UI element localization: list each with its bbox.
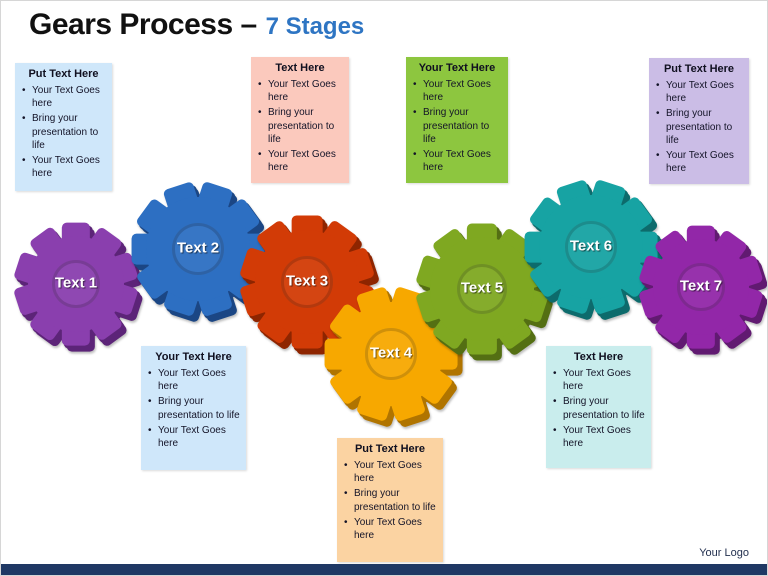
bullet-list: Your Text Goes here Bring your presentat… [257, 78, 343, 174]
bullet-item: Your Text Goes here [147, 367, 240, 393]
bullet-item: Your Text Goes here [147, 424, 240, 450]
bullet-item: Bring your presentation to life [257, 106, 343, 146]
bullet-item: Your Text Goes here [21, 154, 106, 180]
gear-hub [52, 260, 100, 308]
bullet-list: Your Text Goes here Bring your presentat… [21, 84, 106, 180]
callout-header: Put Text Here [354, 443, 426, 455]
callout-header: Text Here [573, 351, 624, 363]
logo-text: Your Logo [699, 547, 749, 559]
bullet-list: Your Text Goes here Bring your presentat… [343, 459, 437, 542]
page-title: Gears Process – 7 Stages [29, 5, 364, 42]
callout-bottom-3: Text Here Your Text Goes here Bring your… [546, 346, 651, 468]
bullet-item: Your Text Goes here [257, 78, 343, 104]
bullet-item: Bring your presentation to life [552, 395, 645, 421]
gear-7: Text 7 [638, 225, 764, 349]
callout-header: Your Text Here [418, 62, 496, 74]
callout-top-4: Put Text Here Your Text Goes here Bring … [649, 58, 749, 185]
bullet-list: Your Text Goes here Bring your presentat… [147, 367, 240, 450]
gear-hub [281, 256, 333, 308]
bullet-item: Bring your presentation to life [21, 112, 106, 152]
callout-header: Put Text Here [28, 68, 99, 80]
bullet-item: Your Text Goes here [412, 148, 502, 174]
bullet-item: Bring your presentation to life [147, 395, 240, 421]
callout-bottom-1: Your Text Here Your Text Goes here Bring… [141, 346, 246, 470]
bullet-item: Your Text Goes here [412, 78, 502, 104]
gear-2: Text 2 [131, 180, 265, 318]
callout-top-1: Put Text Here Your Text Goes here Bring … [15, 63, 112, 191]
bullet-item: Bring your presentation to life [412, 106, 502, 146]
title-accent: 7 Stages [265, 13, 365, 40]
callout-bottom-2: Put Text Here Your Text Goes here Bring … [337, 438, 443, 562]
bullet-list: Your Text Goes here Bring your presentat… [552, 367, 645, 450]
title-main: Gears Process – [29, 8, 257, 41]
bullet-item: Bring your presentation to life [343, 487, 437, 513]
gear-label: Text 6 [569, 237, 613, 255]
gear-hub [565, 221, 617, 273]
gear-label: Text 7 [679, 277, 723, 295]
callout-top-2: Text Here Your Text Goes here Bring your… [251, 57, 349, 184]
bottom-bar [1, 564, 767, 575]
gear-1: Text 1 [13, 222, 139, 346]
gear-label: Text 1 [54, 274, 98, 292]
callout-header: Put Text Here [663, 63, 735, 75]
callout-header: Your Text Here [155, 351, 232, 363]
gear-3: Text 3 [238, 215, 376, 349]
gear-hub [365, 328, 417, 380]
bullet-item: Your Text Goes here [655, 79, 743, 105]
bullet-item: Your Text Goes here [552, 424, 645, 450]
gear-label: Text 4 [369, 344, 413, 362]
callout-top-3: Your Text Here Your Text Goes here Bring… [406, 57, 508, 184]
bullet-item: Bring your presentation to life [655, 107, 743, 147]
bullet-item: Your Text Goes here [343, 459, 437, 485]
gear-hub [172, 223, 224, 275]
gear-hub [456, 263, 508, 315]
callout-header: Text Here [275, 62, 325, 74]
gear-label: Text 5 [460, 279, 504, 297]
bullet-item: Your Text Goes here [257, 148, 343, 174]
bullet-item: Your Text Goes here [343, 516, 437, 542]
gear-label: Text 3 [285, 272, 329, 290]
gear-6: Text 6 [524, 178, 658, 316]
bullet-list: Your Text Goes here Bring your presentat… [655, 79, 743, 175]
bullet-item: Your Text Goes here [552, 367, 645, 393]
gear-label: Text 2 [176, 239, 220, 257]
bullet-list: Your Text Goes here Bring your presentat… [412, 78, 502, 174]
gear-hub [677, 263, 725, 311]
bullet-item: Your Text Goes here [21, 84, 106, 110]
gear-5: Text 5 [415, 223, 549, 355]
bullet-item: Your Text Goes here [655, 149, 743, 175]
